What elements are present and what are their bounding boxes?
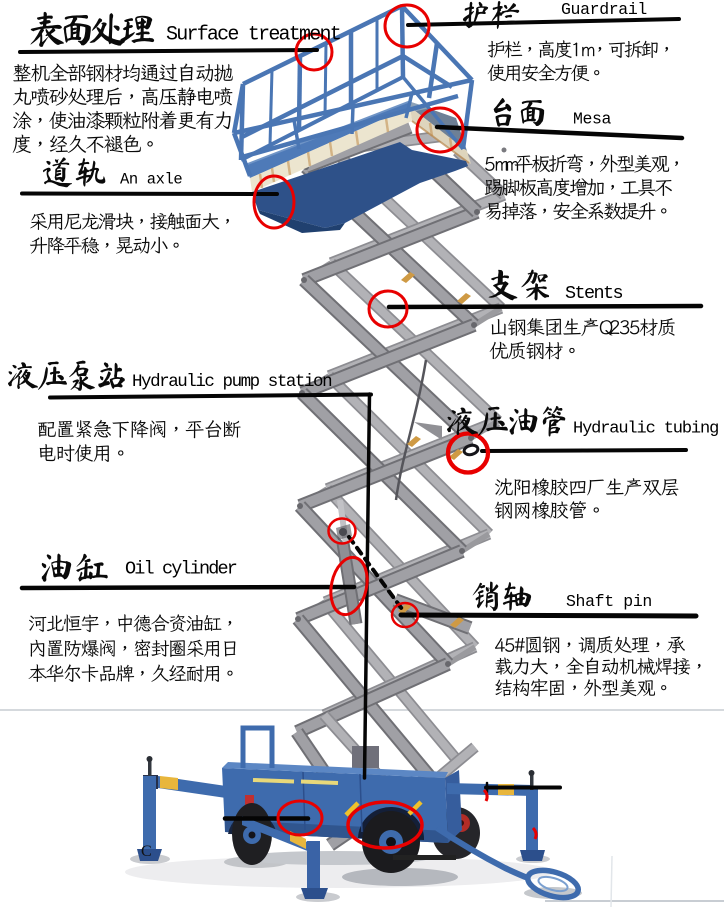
svg-text:Mesa: Mesa bbox=[573, 110, 612, 129]
svg-text:C: C bbox=[141, 843, 152, 860]
svg-text:Hydraulic tubing: Hydraulic tubing bbox=[573, 420, 718, 439]
svg-text:Surface treatment: Surface treatment bbox=[166, 24, 340, 47]
svg-text:Shaft pin: Shaft pin bbox=[566, 592, 652, 611]
svg-text:Stents: Stents bbox=[565, 283, 623, 304]
svg-text:Guardrail: Guardrail bbox=[561, 0, 647, 19]
svg-text:An axle: An axle bbox=[120, 171, 182, 189]
svg-text:Hydraulic pump station: Hydraulic pump station bbox=[132, 372, 331, 392]
svg-text:Oil cylinder: Oil cylinder bbox=[125, 559, 237, 580]
